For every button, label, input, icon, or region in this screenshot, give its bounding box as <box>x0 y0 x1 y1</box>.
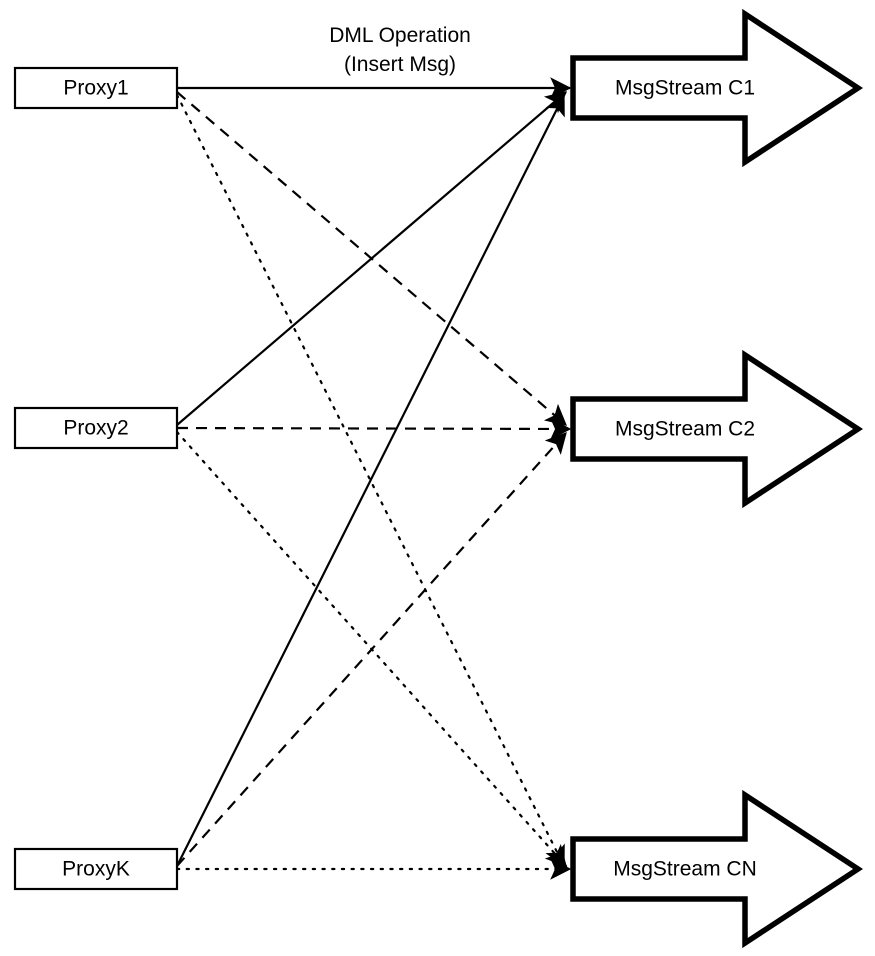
block-arrow-icon <box>570 8 864 168</box>
stream-nodes-layer: MsgStream C1 MsgStream C2 MsgStream CN <box>570 8 864 949</box>
link-proxy2-c2 <box>176 418 572 440</box>
link-proxyk-c1 <box>176 93 565 867</box>
proxy-label: Proxy1 <box>63 77 128 100</box>
block-arrow-icon <box>570 349 864 509</box>
proxy-box <box>13 66 179 110</box>
proxy-node-proxy2[interactable]: Proxy2 <box>13 406 179 450</box>
block-arrow-icon <box>570 789 864 949</box>
proxy-label: ProxyK <box>62 858 130 881</box>
link-proxy2-c1 <box>176 91 568 426</box>
msgstream-node-3[interactable]: MsgStream CN <box>570 789 864 949</box>
msgstream-label: MsgStream C2 <box>615 418 755 441</box>
proxy-node-proxy1[interactable]: Proxy1 <box>13 66 179 110</box>
proxy-box <box>13 847 179 891</box>
edge-caption-line-1: DML Operation <box>329 24 471 47</box>
msgstream-node-1[interactable]: MsgStream C1 <box>570 8 864 168</box>
proxy-label: Proxy2 <box>63 417 128 440</box>
msgstream-node-2[interactable]: MsgStream C2 <box>570 349 864 509</box>
proxy-box <box>13 406 179 450</box>
edge-caption: DML Operation (Insert Msg) <box>329 24 471 76</box>
proxy-node-proxyk[interactable]: ProxyK <box>13 847 179 891</box>
link-proxyk-c2 <box>176 432 567 867</box>
link-proxy1-cn <box>175 93 566 868</box>
msgstream-label: MsgStream C1 <box>615 77 755 100</box>
msgstream-label: MsgStream CN <box>613 858 757 881</box>
links-layer <box>175 77 572 880</box>
edge-caption-line-2: (Insert Msg) <box>344 53 456 76</box>
